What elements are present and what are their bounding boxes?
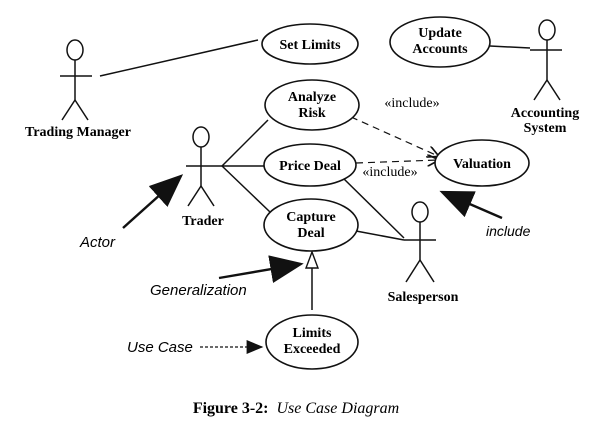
use-case-analyze-risk: Analyze Risk — [264, 79, 360, 131]
limits-exceeded-label-line2: Exceeded — [284, 342, 341, 357]
generalization-triangle-icon — [304, 250, 320, 269]
actor-trader: Trader — [182, 126, 224, 229]
stick-figure-icon — [404, 201, 436, 283]
figure-caption: Figure 3-2: Use Case Diagram — [193, 400, 399, 417]
stick-figure-icon — [60, 39, 92, 121]
assoc-update-accounts-accounting — [489, 45, 531, 49]
callout-generalization-label: Generalization — [150, 282, 247, 299]
callout-use-case: Use Case — [127, 339, 264, 356]
use-case-update-accounts: Update Accounts — [389, 16, 491, 68]
callout-actor-arrow — [122, 174, 184, 229]
use-case-limits-exceeded: Limits Exceeded — [265, 314, 359, 370]
include-arrow-price-valuation — [355, 160, 438, 163]
figure-caption-label: Figure 3-2: — [193, 400, 269, 417]
callout-actor: Actor — [79, 174, 184, 251]
update-accounts-label-line2: Accounts — [412, 42, 468, 57]
trading-manager-label: Trading Manager — [25, 125, 131, 140]
actor-trading-manager: Trading Manager — [25, 39, 131, 140]
limits-exceeded-label-line1: Limits — [293, 326, 332, 341]
assoc-trading-manager-set-limits — [99, 39, 259, 77]
trader-label: Trader — [182, 214, 224, 229]
callout-generalization-arrow — [218, 255, 304, 283]
analyze-risk-label-line1: Analyze — [288, 90, 336, 105]
accounting-system-label-line2: System — [524, 121, 567, 136]
salesperson-label: Salesperson — [388, 290, 459, 305]
callout-actor-label: Actor — [79, 234, 116, 251]
callout-include: include — [439, 190, 531, 239]
actor-salesperson: Salesperson — [388, 201, 459, 305]
include-relations — [339, 111, 438, 163]
actor-accounting-system: Accounting System — [511, 19, 579, 136]
set-limits-label: Set Limits — [279, 38, 341, 53]
include-label-mid: «include» — [362, 165, 417, 180]
use-case-valuation: Valuation — [434, 139, 530, 187]
price-deal-label: Price Deal — [279, 159, 341, 174]
assoc-price-deal-salesperson — [342, 177, 405, 239]
include-arrow-analyze-valuation — [339, 111, 438, 156]
associations — [99, 39, 531, 241]
callout-include-label: include — [486, 223, 531, 239]
callout-use-case-label: Use Case — [127, 339, 193, 356]
assoc-trader-capture-deal — [221, 165, 271, 213]
use-case-capture-deal: Capture Deal — [263, 198, 359, 252]
use-case-price-deal: Price Deal — [263, 143, 357, 187]
generalization-relation — [304, 250, 320, 310]
update-accounts-label-line1: Update — [418, 26, 462, 41]
stick-figure-icon — [530, 19, 562, 101]
figure-caption-title: Use Case Diagram — [277, 400, 400, 417]
analyze-risk-label-line2: Risk — [298, 106, 325, 121]
use-case-set-limits: Set Limits — [261, 23, 359, 65]
valuation-label: Valuation — [453, 157, 511, 172]
capture-deal-label-line1: Capture — [286, 210, 336, 225]
assoc-capture-deal-salesperson — [355, 230, 405, 241]
accounting-system-label-line1: Accounting — [511, 106, 579, 121]
callout-include-arrow — [439, 190, 503, 220]
callout-generalization: Generalization — [150, 255, 304, 299]
assoc-trader-analyze-risk — [221, 119, 269, 167]
include-label-top: «include» — [384, 96, 439, 111]
capture-deal-label-line2: Deal — [297, 226, 324, 241]
stick-figure-icon — [186, 126, 222, 207]
